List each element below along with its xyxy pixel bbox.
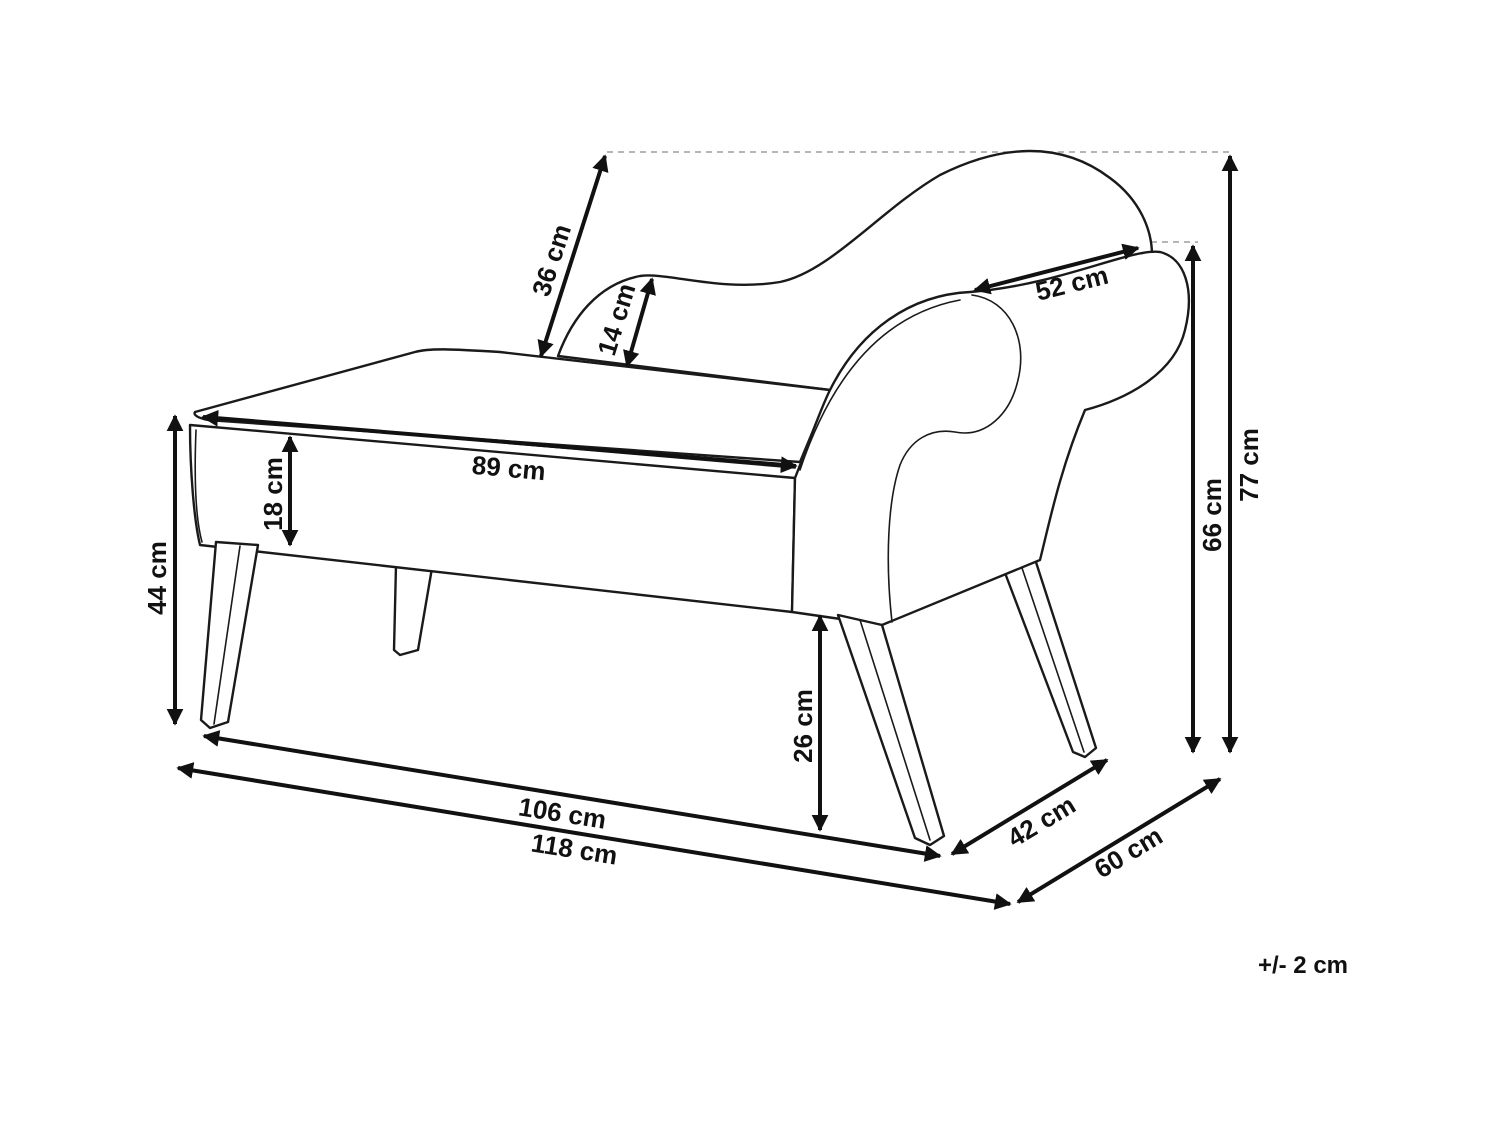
- backrest: [556, 149, 1154, 392]
- armrest-depth-arrow: [973, 243, 1140, 295]
- armrest-height-label: 66 cm: [1197, 478, 1227, 552]
- cushion-thickness-label: 18 cm: [258, 457, 288, 531]
- armrest-scroll: [887, 294, 1022, 623]
- backrest-height-label: 36 cm: [526, 221, 577, 300]
- leg-height-label: 26 cm: [788, 689, 818, 763]
- front-right-leg-edge: [859, 619, 931, 841]
- armrest-inner-curve: [799, 299, 961, 471]
- total-height-label: 77 cm: [1234, 428, 1264, 502]
- tolerance-note: +/- 2 cm: [1258, 952, 1348, 979]
- backrest-height-arrow: [537, 154, 609, 358]
- total-depth-label: 60 cm: [1089, 820, 1168, 884]
- total-width-label: 118 cm: [529, 828, 619, 871]
- front-left-leg-edge: [213, 545, 241, 725]
- back-left-leg: [392, 563, 434, 657]
- seat-width-label: 89 cm: [471, 450, 547, 486]
- seat-height-label: 44 cm: [142, 541, 172, 615]
- backrest-depth-arrow: [623, 277, 656, 368]
- total-width-arrow: [176, 762, 1012, 910]
- seat-front-panel-edge: [194, 429, 203, 543]
- seat-width-arrow: [201, 409, 798, 474]
- front-right-leg: [836, 613, 946, 847]
- front-left-leg: [199, 540, 260, 730]
- total-depth-arrow: [1016, 777, 1222, 904]
- back-right-leg-edge: [1019, 561, 1085, 753]
- back-right-leg: [1000, 554, 1098, 759]
